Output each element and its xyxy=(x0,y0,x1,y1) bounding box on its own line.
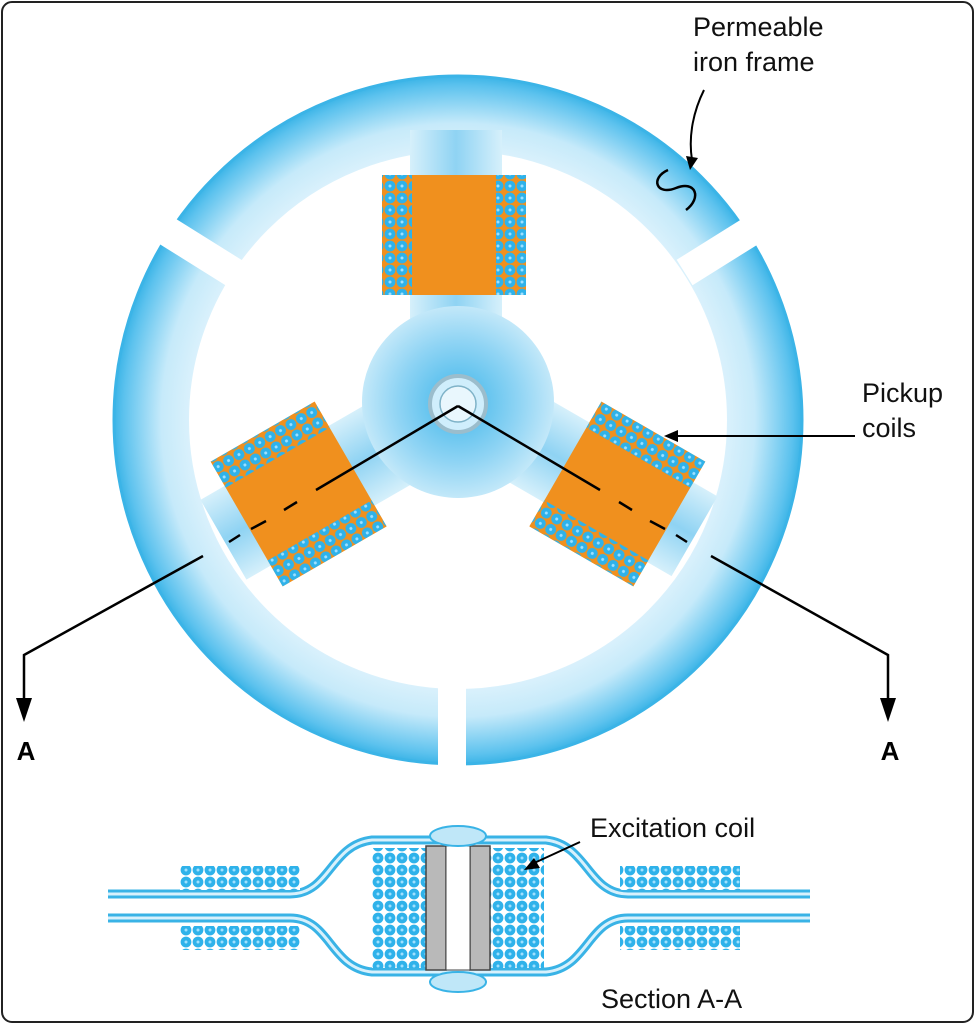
excitation-label-leader xyxy=(531,841,581,865)
pickup-coil-right xyxy=(529,401,706,587)
break-symbol xyxy=(656,168,697,211)
core-gap xyxy=(445,845,471,971)
pickup-coil-left xyxy=(210,401,387,587)
ring-gap-right xyxy=(676,206,778,286)
section-caption: Section A-A xyxy=(601,984,742,1014)
iron-frame-ring xyxy=(112,74,804,768)
section-winding-right-lower xyxy=(620,926,740,950)
section-arrow-right xyxy=(880,698,896,722)
pivot-cap-top xyxy=(429,825,487,847)
excitation-label: Excitation coil xyxy=(590,813,755,843)
section-cut-line xyxy=(22,404,890,700)
section-winding-right-upper xyxy=(620,866,740,890)
section-winding-left-lower xyxy=(180,926,300,950)
excitation-winding-left xyxy=(372,848,426,968)
core-left xyxy=(425,845,447,971)
pickup-label-line1: Pickup xyxy=(862,378,943,408)
pickup-coil-top xyxy=(382,175,526,295)
frame-label-arrowhead xyxy=(686,156,698,170)
frame-label-leader xyxy=(689,89,705,161)
excitation-label-arrowhead xyxy=(524,858,540,870)
section-mark-left: A xyxy=(17,736,36,766)
ring-gap-bottom xyxy=(438,672,466,768)
section-view xyxy=(108,825,810,993)
frame-label-line2: iron frame xyxy=(693,47,815,77)
pickup-label-line2: coils xyxy=(862,413,916,443)
pickup-label-arrowhead xyxy=(664,430,678,442)
section-winding-left-upper xyxy=(180,866,300,890)
core-right xyxy=(469,845,491,971)
pivot-cap-bottom xyxy=(429,971,487,993)
ring-gap-left xyxy=(156,216,258,296)
section-arrow-left xyxy=(16,698,32,722)
frame-label-line1: Permeable xyxy=(693,12,824,42)
section-mark-right: A xyxy=(881,736,900,766)
